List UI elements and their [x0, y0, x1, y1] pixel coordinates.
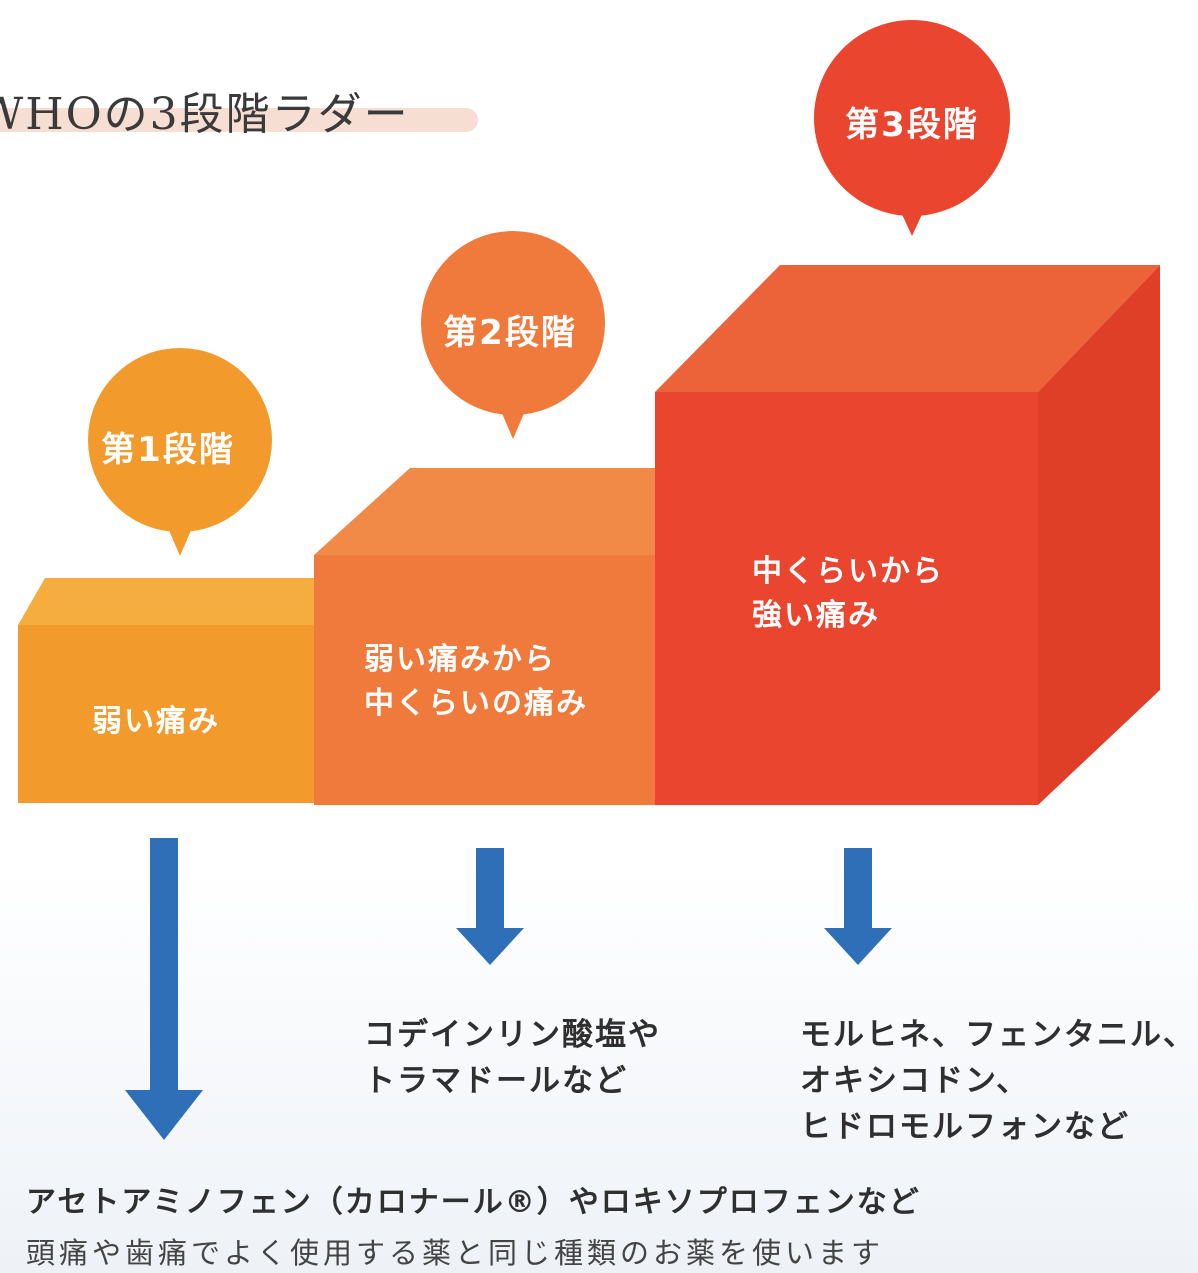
- step3-bubble: [814, 20, 1010, 236]
- step1-drugs-note: 頭痛や歯痛でよく使用する薬と同じ種類のお薬を使います: [26, 1236, 885, 1270]
- step1-badge: 第1段階: [101, 430, 235, 470]
- step2-pain-line-2: 中くらいの痛み: [364, 686, 588, 721]
- step3-badge: 第3段階: [845, 105, 979, 145]
- step2-box-top: [314, 468, 655, 555]
- step1-drugs: アセトアミノフェン（カロナール®）やロキソプロフェンなど: [26, 1185, 921, 1220]
- title-underline-band: [0, 108, 478, 132]
- arrow-step2: [456, 848, 524, 965]
- step2-box-front: [314, 555, 658, 805]
- diagram-title: WHOの3段階ラダー: [0, 89, 410, 140]
- step1-box-front: [18, 625, 320, 803]
- step3-box-front: [655, 392, 1038, 805]
- step2-badge: 第2段階: [443, 313, 577, 353]
- step2-bubble: [421, 231, 605, 439]
- step2-pain-label: 弱い痛みから 中くらいの痛み: [364, 638, 588, 726]
- step3-box: [655, 265, 1160, 805]
- step3-drug-line-3: ヒドロモルフォンなど: [800, 1109, 1130, 1145]
- step1-box-top: [18, 578, 318, 625]
- arrow-step3: [824, 848, 892, 965]
- step3-drugs: モルヒネ、フェンタニル、 オキシコドン、 ヒドロモルフォンなど: [800, 1012, 1196, 1150]
- arrow-step1: [125, 838, 203, 1140]
- step3-drug-line-1: モルヒネ、フェンタニル、: [800, 1017, 1196, 1053]
- step2-drug-line-1: コデインリン酸塩や: [364, 1017, 661, 1053]
- step2-pain-line-1: 弱い痛みから: [364, 642, 556, 677]
- step2-drug-line-2: トラマドールなど: [364, 1063, 628, 1099]
- step2-drugs: コデインリン酸塩や トラマドールなど: [364, 1012, 661, 1104]
- step3-pain-line-1: 中くらいから: [752, 554, 944, 589]
- title-area: WHOの3段階ラダー: [0, 70, 480, 140]
- step3-pain-line-2: 強い痛み: [752, 598, 880, 633]
- step1-box: [18, 578, 320, 803]
- step2-box: [314, 468, 658, 805]
- step1-bubble: [88, 348, 272, 556]
- step3-box-side: [1038, 265, 1160, 805]
- step1-pain-label: 弱い痛み: [92, 700, 220, 744]
- step3-pain-label: 中くらいから 強い痛み: [752, 550, 944, 638]
- step1-pain-line-1: 弱い痛み: [92, 704, 220, 739]
- step3-box-top: [655, 265, 1160, 392]
- step3-drug-line-2: オキシコドン、: [800, 1063, 1030, 1099]
